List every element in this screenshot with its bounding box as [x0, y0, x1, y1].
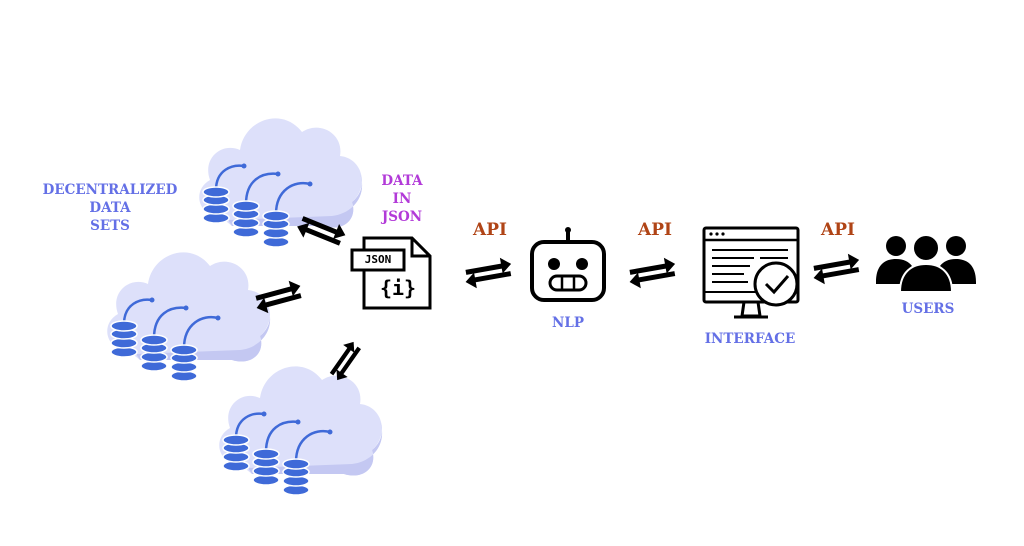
json-file-icon: JSON {i}	[350, 236, 434, 312]
data-in-json-label: DATA IN JSON	[362, 172, 442, 226]
robot-icon	[530, 227, 606, 302]
users-label: USERS	[901, 301, 955, 317]
json-file-tag: JSON	[364, 253, 392, 266]
nlp-label: NLP	[552, 315, 584, 331]
bidirectional-arrow-icon-bottom	[324, 337, 367, 385]
label-line: IN	[392, 191, 412, 207]
label-line: JSON	[381, 209, 423, 225]
users-icon	[876, 234, 976, 293]
interface-label: INTERFACE	[704, 331, 796, 347]
label-line: DATA	[381, 173, 423, 189]
json-file-glyph: {i}	[379, 276, 417, 300]
api-label-2: API	[638, 220, 672, 240]
cloud-database-icon-bottom	[217, 365, 384, 497]
label-line: SETS	[90, 218, 130, 234]
cloud-database-icon-top	[197, 117, 364, 249]
bidirectional-arrow-icon-middle	[251, 278, 306, 316]
bidirectional-arrow-icon-top	[294, 209, 349, 252]
decentralized-data-sets-label: DECENTRALIZED DATA SETS	[40, 181, 180, 235]
label-line: DATA	[89, 200, 131, 216]
bidirectional-arrow-icon-api-2	[626, 255, 679, 290]
api-label-1: API	[473, 220, 507, 240]
bidirectional-arrow-icon-api-1	[462, 255, 515, 290]
api-label-3: API	[821, 220, 855, 240]
bidirectional-arrow-icon-api-3	[810, 251, 863, 286]
monitor-check-icon	[702, 226, 800, 319]
label-line: DECENTRALIZED	[42, 182, 178, 198]
